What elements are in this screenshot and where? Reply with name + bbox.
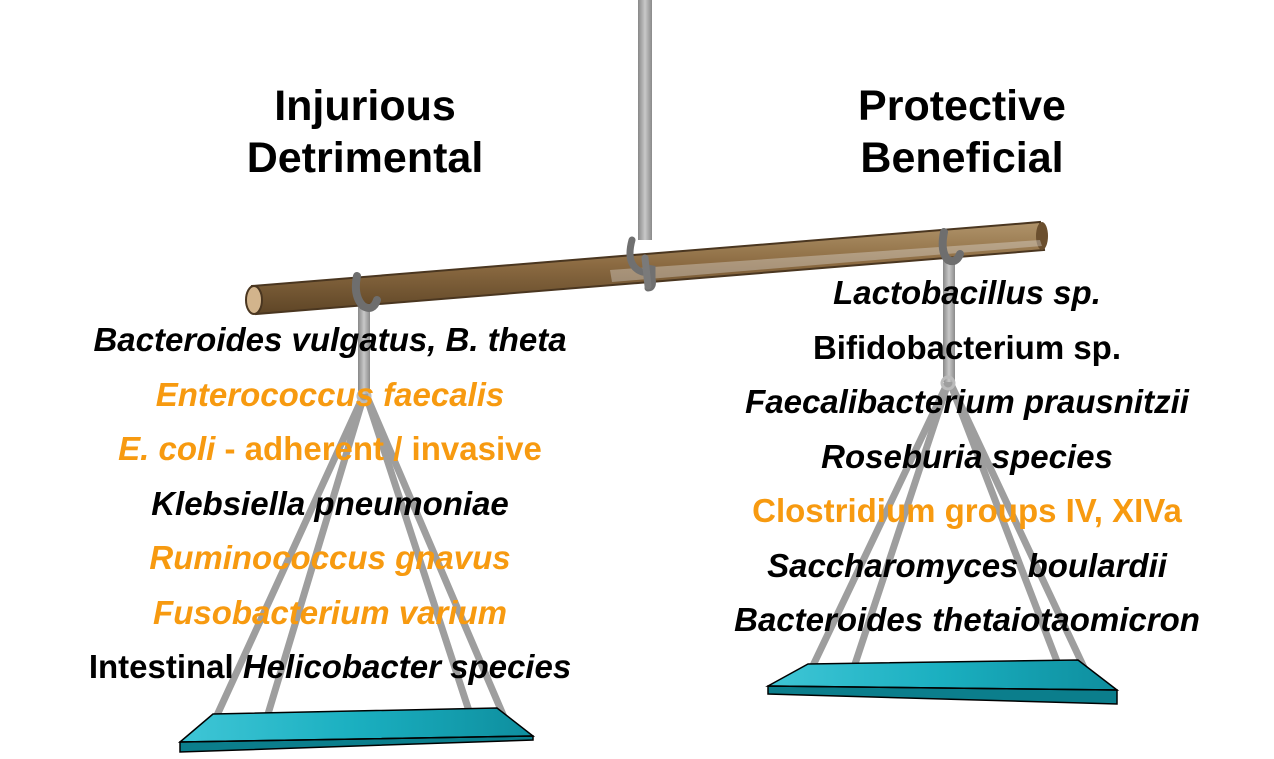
center-clamp-lower — [645, 258, 648, 286]
bacteria-name-text: E. coli — [118, 430, 215, 467]
bacteria-name-text: Fusobacterium varium — [153, 594, 507, 631]
bacteria-name-text: - adherent / invasive — [215, 430, 541, 467]
left-heading: Injurious Detrimental — [205, 80, 525, 184]
suspension-pole — [638, 0, 652, 240]
protective-list-item: Bacteroides thetaiotaomicron — [660, 593, 1274, 648]
injurious-list-item: Intestinal Helicobacter species — [5, 640, 655, 695]
right-heading-line1: Protective — [802, 80, 1122, 132]
right-heading-line2: Beneficial — [802, 132, 1122, 184]
bacteria-name-text: Enterococcus faecalis — [156, 376, 505, 413]
bacteria-name-text: Helicobacter species — [243, 648, 571, 685]
protective-list-item: Faecalibacterium prausnitzii — [660, 375, 1274, 430]
bacteria-name-text: Saccharomyces boulardii — [767, 547, 1167, 584]
protective-list-item: Bifidobacterium sp. — [660, 321, 1274, 376]
injurious-list-item: Fusobacterium varium — [5, 586, 655, 641]
right-pan — [768, 660, 1117, 704]
bacteria-name-text: Intestinal — [89, 648, 243, 685]
left-heading-line2: Detrimental — [205, 132, 525, 184]
bacteria-name-text: Clostridium groups IV, XIVa — [752, 492, 1182, 529]
injurious-list-item: E. coli - adherent / invasive — [5, 422, 655, 477]
protective-list-item: Roseburia species — [660, 430, 1274, 485]
injurious-list-item: Ruminococcus gnavus — [5, 531, 655, 586]
injurious-list-item: Klebsiella pneumoniae — [5, 477, 655, 532]
bacteria-name-text: Ruminococcus gnavus — [149, 539, 510, 576]
injurious-list-item: Bacteroides vulgatus, B. theta — [5, 313, 655, 368]
bacteria-name-text: Klebsiella pneumoniae — [151, 485, 509, 522]
protective-list-item: Saccharomyces boulardii — [660, 539, 1274, 594]
bacteria-name-text: Bifidobacterium sp. — [813, 329, 1121, 366]
left-pan — [180, 708, 533, 752]
bacteria-name-text: Faecalibacterium prausnitzii — [745, 383, 1189, 420]
protective-list-item: Lactobacillus sp. — [660, 266, 1274, 321]
bacteria-name-text: Roseburia species — [821, 438, 1113, 475]
protective-list-item: Clostridium groups IV, XIVa — [660, 484, 1274, 539]
bacteria-name-text: Lactobacillus sp. — [833, 274, 1101, 311]
injurious-list-item: Enterococcus faecalis — [5, 368, 655, 423]
protective-bacteria-list: Lactobacillus sp. Bifidobacterium sp. Faec… — [660, 266, 1274, 648]
left-heading-line1: Injurious — [205, 80, 525, 132]
right-heading: Protective Beneficial — [802, 80, 1122, 184]
bacteria-name-text: Bacteroides vulgatus, B. theta — [93, 321, 566, 358]
bacteria-name-text: Bacteroides thetaiotaomicron — [734, 601, 1200, 638]
